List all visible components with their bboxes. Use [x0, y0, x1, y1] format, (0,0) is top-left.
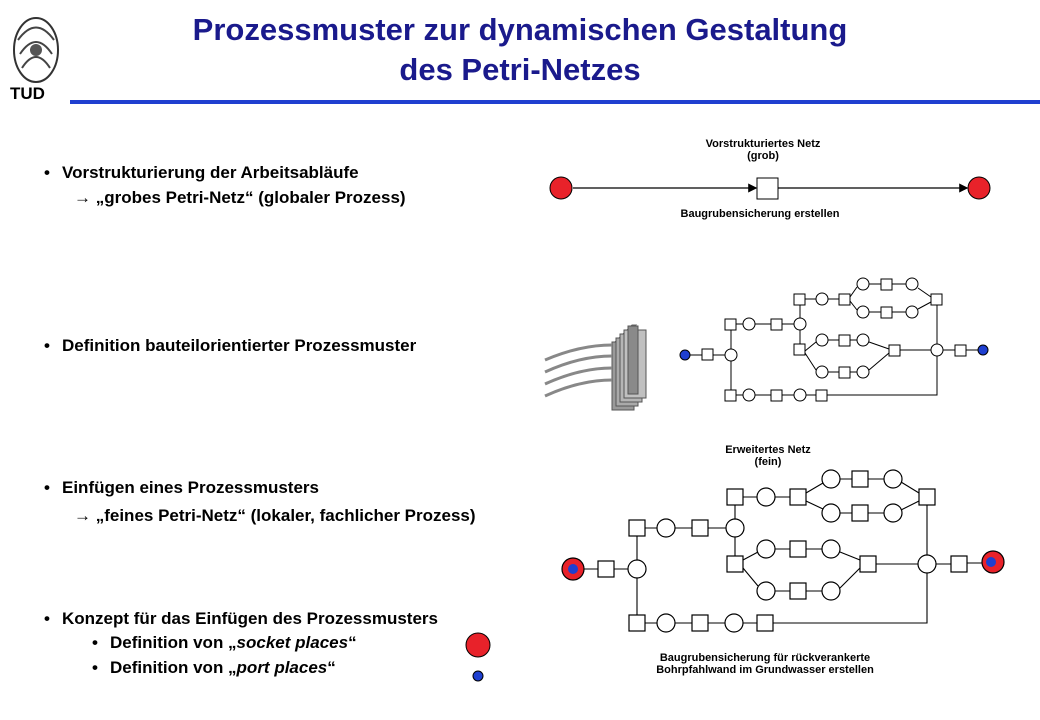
- coarse-start-socket-place: [549, 176, 573, 200]
- port-place-legend: [472, 670, 484, 682]
- socket-place-legend: [465, 632, 491, 658]
- coarse-net: [549, 176, 991, 200]
- title-rule: [70, 100, 1040, 104]
- tud-logo: [13, 17, 59, 83]
- bullet-einfuegen: •Einfügen eines Prozessmusters: [44, 478, 319, 497]
- bullet-definition-prozessmuster: •Definition bauteilorientierter Prozessm…: [44, 336, 417, 355]
- bullet-grobes-netz: → „grobes Petri-Netz“ (globaler Prozess): [74, 188, 406, 207]
- pattern-net: [679, 277, 989, 402]
- coarse-end-socket-place: [967, 176, 991, 200]
- coarse-net-caption: Baugrubensicherung erstellen: [680, 208, 840, 220]
- bullet-vorstrukturierung: •Vorstrukturierung der Arbeitsabläufe: [44, 163, 359, 182]
- bullet-feines-netz: → „feines Petri-Netz“ (lokaler, fachlich…: [74, 506, 476, 525]
- bullet-konzept: •Konzept für das Einfügen des Prozessmus…: [44, 609, 438, 628]
- bullet-socket-places: •Definition von „socket places“: [92, 633, 357, 652]
- coarse-net-title: Vorstrukturiertes Netz (grob): [705, 138, 821, 162]
- fine-net: [561, 469, 1005, 633]
- fine-net-caption: Baugrubensicherung für rückverankerte Bo…: [656, 652, 874, 676]
- coarse-transition: [756, 177, 779, 200]
- pattern-stack-icon: [544, 324, 647, 411]
- bullet-port-places: •Definition von „port places“: [92, 658, 336, 677]
- page-title: Prozessmuster zur dynamischen Gestaltung…: [192, 12, 848, 87]
- logo-text: TUD: [10, 84, 45, 103]
- fine-net-title: Erweitertes Netz (fein): [725, 444, 811, 468]
